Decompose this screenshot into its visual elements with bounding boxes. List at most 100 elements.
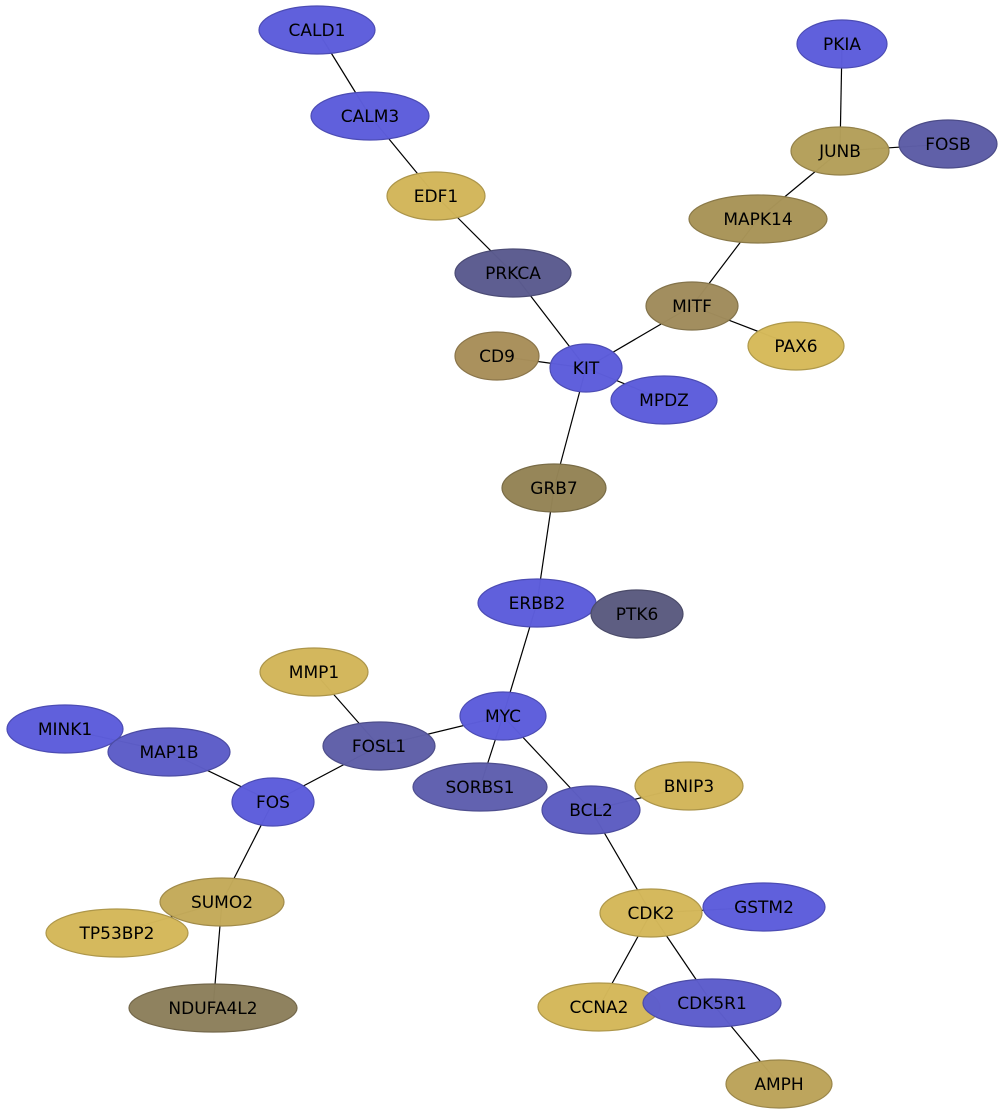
node-shape [645, 281, 739, 331]
node-grb7[interactable]: GRB7 [501, 463, 607, 513]
node-label: MYC [485, 707, 521, 727]
node-label: CDK2 [628, 904, 675, 924]
node-myc[interactable]: MYC [459, 691, 547, 741]
node-label: MAP1B [139, 743, 198, 763]
node-label: FOS [256, 793, 290, 813]
node-pax6[interactable]: PAX6 [747, 321, 845, 371]
node-shape [259, 647, 369, 697]
node-map1b[interactable]: MAP1B [107, 727, 231, 777]
node-shape [159, 877, 285, 927]
node-calm3[interactable]: CALM3 [310, 91, 430, 141]
node-mink1[interactable]: MINK1 [6, 704, 124, 754]
node-shape [642, 978, 782, 1028]
node-fosb[interactable]: FOSB [898, 119, 998, 169]
node-shape [725, 1059, 833, 1109]
node-label: PAX6 [774, 337, 817, 357]
node-shape [459, 691, 547, 741]
node-shape [549, 343, 623, 393]
node-fos[interactable]: FOS [231, 777, 315, 827]
node-junb[interactable]: JUNB [790, 126, 890, 176]
node-label: NDUFA4L2 [168, 999, 257, 1019]
node-label: SUMO2 [191, 893, 253, 913]
node-shape [454, 248, 572, 298]
edge-layer [64, 29, 949, 1085]
node-mitf[interactable]: MITF [645, 281, 739, 331]
node-shape [128, 983, 298, 1033]
node-label: SORBS1 [446, 778, 515, 798]
node-erbb2[interactable]: ERBB2 [477, 578, 597, 628]
node-label: FOSB [925, 135, 971, 155]
node-label: CD9 [479, 347, 515, 367]
node-gstm2[interactable]: GSTM2 [702, 882, 826, 932]
node-ptk6[interactable]: PTK6 [590, 589, 684, 639]
node-shape [796, 19, 888, 69]
node-cd9[interactable]: CD9 [454, 331, 540, 381]
node-shape [454, 331, 540, 381]
node-label: AMPH [754, 1075, 803, 1095]
node-kit[interactable]: KIT [549, 343, 623, 393]
node-shape [599, 888, 703, 938]
node-label: MMP1 [289, 663, 339, 683]
node-label: CALD1 [289, 21, 346, 41]
node-shape [310, 91, 430, 141]
node-shape [107, 727, 231, 777]
node-label: PKIA [823, 35, 861, 55]
node-shape [322, 721, 436, 771]
node-sorbs1[interactable]: SORBS1 [412, 762, 548, 812]
node-label: BNIP3 [664, 777, 714, 797]
node-shape [6, 704, 124, 754]
node-cald1[interactable]: CALD1 [258, 5, 376, 55]
node-shape [386, 171, 486, 221]
node-label: CDK5R1 [677, 994, 747, 1014]
node-shape [790, 126, 890, 176]
node-ndufa4l2[interactable]: NDUFA4L2 [128, 983, 298, 1033]
node-label: MINK1 [38, 720, 92, 740]
node-mmp1[interactable]: MMP1 [259, 647, 369, 697]
node-label: MAPK14 [723, 210, 792, 230]
node-label: PTK6 [616, 605, 659, 625]
node-pkia[interactable]: PKIA [796, 19, 888, 69]
node-mapk14[interactable]: MAPK14 [688, 194, 828, 244]
node-tp53bp2[interactable]: TP53BP2 [45, 908, 189, 958]
node-shape [702, 882, 826, 932]
node-edf1[interactable]: EDF1 [386, 171, 486, 221]
node-label: GRB7 [530, 479, 577, 499]
node-ccna2[interactable]: CCNA2 [537, 982, 661, 1032]
node-shape [590, 589, 684, 639]
node-label: KIT [573, 359, 600, 379]
node-label: TP53BP2 [79, 924, 155, 944]
node-mpdz[interactable]: MPDZ [610, 375, 718, 425]
node-shape [747, 321, 845, 371]
node-amph[interactable]: AMPH [725, 1059, 833, 1109]
node-shape [541, 785, 641, 835]
node-sumo2[interactable]: SUMO2 [159, 877, 285, 927]
node-shape [688, 194, 828, 244]
node-label: MPDZ [639, 391, 689, 411]
node-shape [258, 5, 376, 55]
node-cdk5r1[interactable]: CDK5R1 [642, 978, 782, 1028]
node-shape [501, 463, 607, 513]
node-prkca[interactable]: PRKCA [454, 248, 572, 298]
node-shape [610, 375, 718, 425]
node-label: CALM3 [341, 107, 399, 127]
node-cdk2[interactable]: CDK2 [599, 888, 703, 938]
node-shape [898, 119, 998, 169]
node-label: EDF1 [414, 187, 458, 207]
node-label: GSTM2 [734, 898, 794, 918]
node-label: JUNB [818, 142, 861, 162]
node-shape [412, 762, 548, 812]
node-shape [231, 777, 315, 827]
node-bcl2[interactable]: BCL2 [541, 785, 641, 835]
node-label: ERBB2 [509, 594, 566, 614]
node-shape [45, 908, 189, 958]
node-label: CCNA2 [570, 998, 629, 1018]
node-label: FOSL1 [352, 737, 406, 757]
node-shape [634, 761, 744, 811]
node-label: MITF [672, 297, 712, 317]
node-label: PRKCA [485, 264, 541, 284]
node-bnip3[interactable]: BNIP3 [634, 761, 744, 811]
node-label: BCL2 [569, 801, 613, 821]
node-fosl1[interactable]: FOSL1 [322, 721, 436, 771]
